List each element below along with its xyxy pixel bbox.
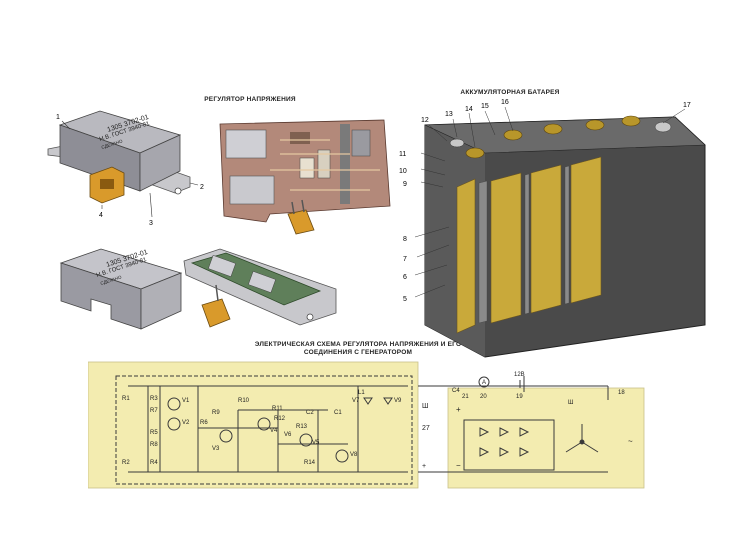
terminal-27: 27 <box>422 425 430 432</box>
callout-1: 1 <box>56 114 60 121</box>
label-r8: R8 <box>150 442 158 448</box>
label-v8: V8 <box>350 452 358 458</box>
schematic-generator-panel <box>447 387 645 489</box>
label-field: Ш <box>568 400 574 406</box>
label-r5: R5 <box>150 430 158 436</box>
label-r7: R7 <box>150 408 158 414</box>
label-r11: R11 <box>272 406 283 412</box>
battery-callout-8: 8 <box>403 236 407 243</box>
battery-callout-13: 13 <box>445 111 453 118</box>
battery-callout-6: 6 <box>403 274 407 281</box>
label-r2: R2 <box>122 460 130 466</box>
label-c4: C4 <box>452 388 460 394</box>
regulator-board-assembly-figure <box>183 248 337 328</box>
battery-callout-5: 5 <box>403 296 407 303</box>
label-r9: R9 <box>212 410 220 416</box>
battery-callout-14: 14 <box>465 106 473 113</box>
label-r3: R3 <box>150 396 158 402</box>
battery-callout-7: 7 <box>403 256 407 263</box>
battery-callout-17: 17 <box>683 102 691 109</box>
regulator-cover-figure: 1305 3702-01 Н.В. ГОСТ 3940-81 СДЕЛАНО <box>59 248 183 330</box>
battery-callout-11: 11 <box>399 151 406 158</box>
label-tilde: ~ <box>628 437 633 446</box>
label-ammeter-num: 20 <box>480 394 487 400</box>
label-ammeter: A <box>482 380 486 386</box>
battery-callout-15: 15 <box>481 103 489 110</box>
label-gen-num: 18 <box>618 390 625 396</box>
label-battery-num: 19 <box>516 394 523 400</box>
label-v5: V5 <box>312 440 320 446</box>
label-r4: R4 <box>150 460 158 466</box>
battery-figure: 5 6 7 8 9 10 11 12 13 14 15 16 17 <box>399 99 706 358</box>
label-r12: R12 <box>274 416 286 422</box>
battery-callout-9: 9 <box>403 181 407 188</box>
regulator-assembled-figure: 1305 3702-01 Н.В. ГОСТ 3940-81 СДЕЛАНО 1… <box>47 110 204 225</box>
regulator-schematic: R1 R3 R5 R2 R4 R6 R7 R8 V1 V2 V3 V4 V5 V… <box>88 361 645 489</box>
cover-label-line3: СДЕЛАНО <box>100 274 123 286</box>
regulator-label-line3: СДЕЛАНО <box>101 138 124 150</box>
label-r6: R6 <box>200 420 208 426</box>
label-v6: V6 <box>284 432 292 438</box>
terminal-plus: + <box>422 463 426 470</box>
label-r10: R10 <box>238 398 250 404</box>
battery-callout-16: 16 <box>501 99 509 106</box>
label-r1: R1 <box>122 396 130 402</box>
callout-4: 4 <box>99 212 103 219</box>
schematic-title-line2: СОЕДИНЕНИЯ С ГЕНЕРАТОРОМ <box>303 349 413 356</box>
label-l1: L1 <box>358 390 365 396</box>
terminal-sh: Ш <box>422 403 428 410</box>
callout-3: 3 <box>149 220 153 225</box>
label-v9: V9 <box>394 398 402 404</box>
battery-callout-10: 10 <box>399 168 407 175</box>
schematic-title-line1: ЭЛЕКТРИЧЕСКАЯ СХЕМА РЕГУЛЯТОРА НАПРЯЖЕНИ… <box>254 341 462 348</box>
callout-2: 2 <box>200 184 204 191</box>
label-c2: C2 <box>306 410 314 416</box>
label-r13: R13 <box>296 424 308 430</box>
label-battery-volt: 12В <box>514 372 525 378</box>
label-v4: V4 <box>270 428 278 434</box>
label-minus: − <box>456 461 461 470</box>
label-c1: C1 <box>334 410 342 416</box>
battery-title: АККУМУЛЯТОРНАЯ БАТАРЕЯ <box>460 89 560 96</box>
regulator-pcb-figure <box>219 119 391 235</box>
label-plus: + <box>456 405 461 414</box>
label-v3: V3 <box>212 446 220 452</box>
label-v7: V7 <box>352 398 360 404</box>
label-c-num: 21 <box>462 394 469 400</box>
battery-callout-12: 12 <box>421 117 429 124</box>
label-v2: V2 <box>182 420 190 426</box>
label-r14: R14 <box>304 460 316 466</box>
schematic-regulator-panel <box>88 361 419 489</box>
label-v1: V1 <box>182 398 190 404</box>
regulator-title: РЕГУЛЯТОР НАПРЯЖЕНИЯ <box>204 96 296 103</box>
